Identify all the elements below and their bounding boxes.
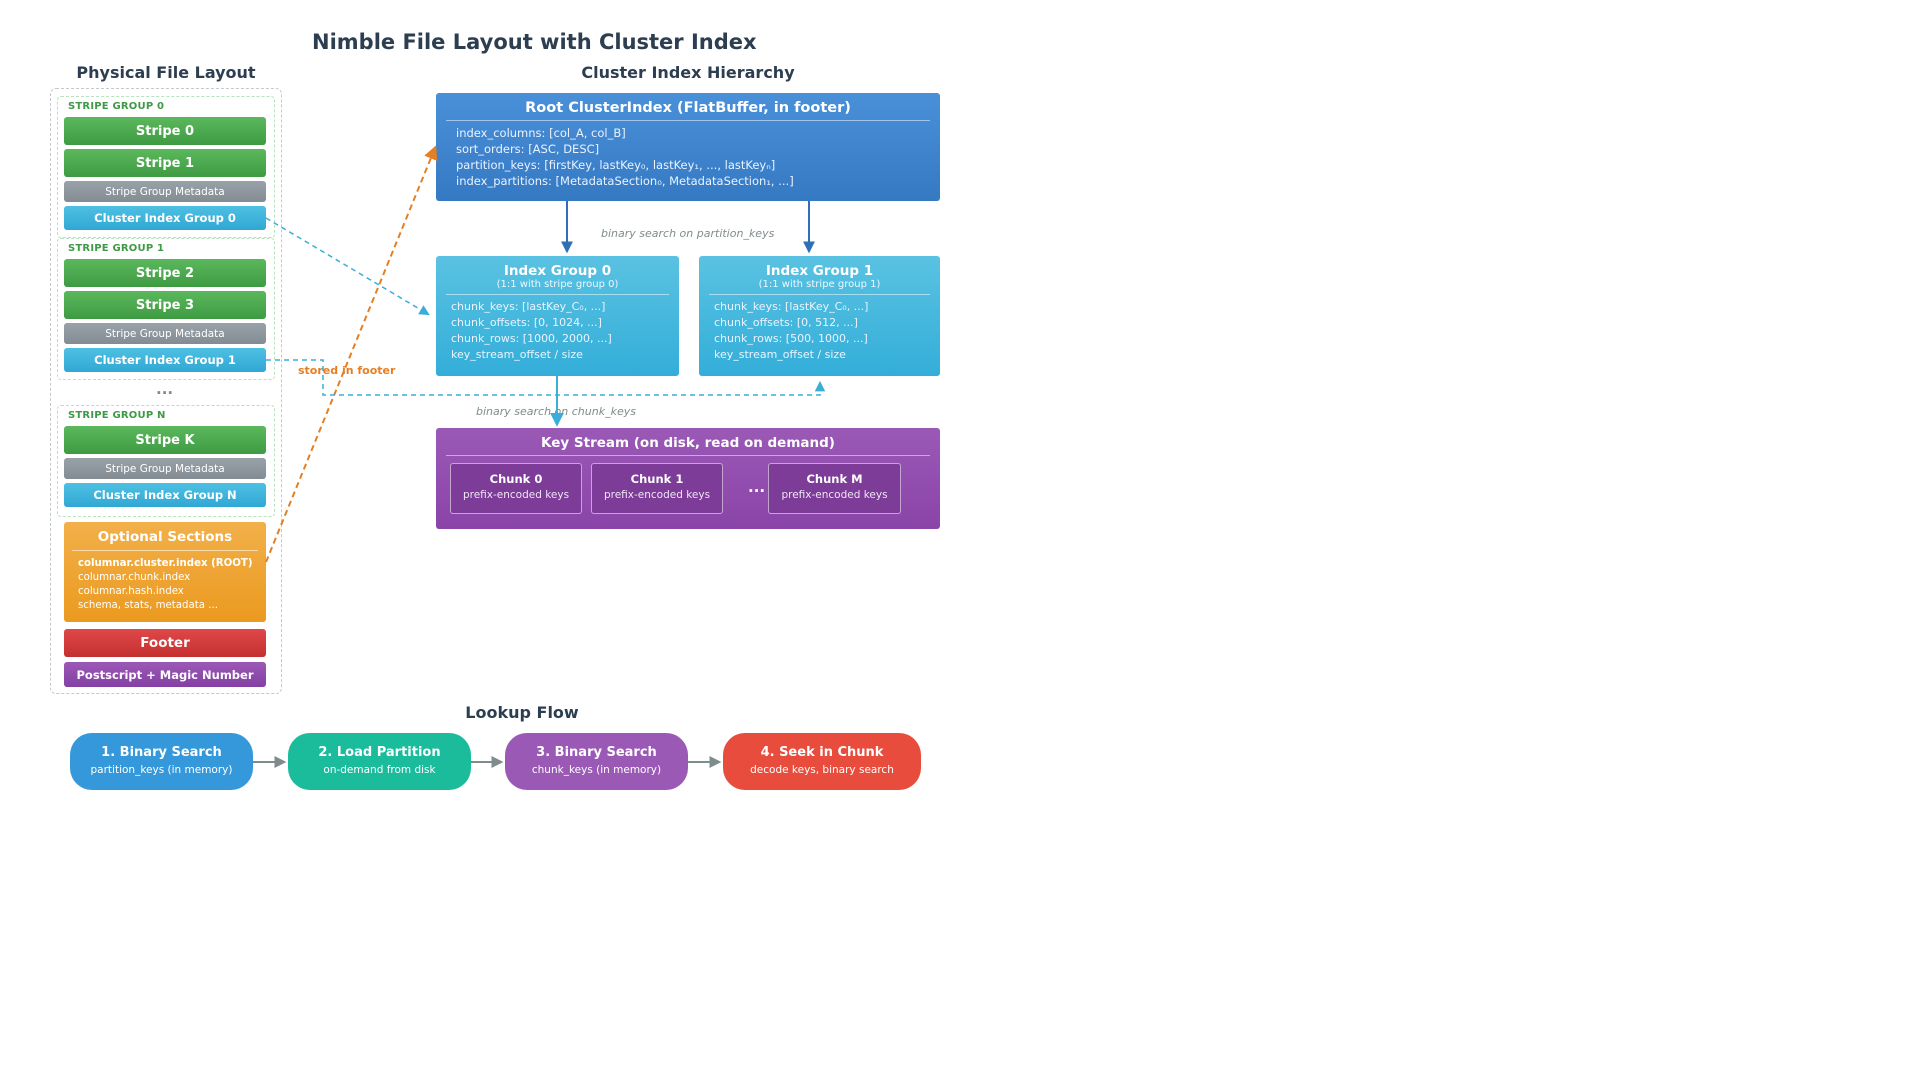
- lookup-step-4-name: 4. Seek in Chunk: [760, 745, 884, 760]
- root-index-columns: index_columns: [col_A, col_B]: [456, 126, 626, 140]
- lookup-step-1-sub: partition_keys (in memory): [90, 764, 233, 776]
- chunk-m[interactable]: Chunk M prefix-encoded keys: [768, 463, 901, 514]
- cluster-index-group-0[interactable]: Cluster Index Group 0: [64, 206, 266, 230]
- chunk-0-name: Chunk 0: [489, 472, 543, 486]
- stripe-group-1-metadata[interactable]: Stripe Group Metadata: [64, 323, 266, 344]
- stripe-group-n-metadata[interactable]: Stripe Group Metadata: [64, 458, 266, 479]
- index-group-1-chunk-offsets: chunk_offsets: [0, 512, ...]: [714, 316, 858, 329]
- lookup-step-3-sub: chunk_keys (in memory): [531, 764, 662, 776]
- index-group-1-title: Index Group 1: [765, 263, 874, 279]
- cluster-index-group-n[interactable]: Cluster Index Group N: [64, 483, 266, 507]
- chunk-1[interactable]: Chunk 1 prefix-encoded keys: [591, 463, 723, 514]
- index-group-1-box[interactable]: Index Group 1 (1:1 with stripe group 1) …: [699, 256, 940, 376]
- chunk-m-name: Chunk M: [806, 472, 863, 486]
- annotation-binary-search-chunk: binary search on chunk_keys: [476, 405, 636, 418]
- page-title: Nimble File Layout with Cluster Index: [312, 30, 757, 54]
- stripe-group-n-label: STRIPE GROUP N: [68, 410, 166, 421]
- link-cig0-to-index-group-0: [265, 217, 430, 316]
- footer-block[interactable]: Footer: [64, 629, 266, 657]
- index-group-1-subtitle: (1:1 with stripe group 1): [758, 279, 881, 290]
- stripe-k[interactable]: Stripe K: [64, 426, 266, 454]
- root-index-partitions: index_partitions: [MetadataSection₀, Met…: [456, 174, 794, 188]
- chunk-1-sub: prefix-encoded keys: [603, 489, 711, 501]
- root-partition-keys: partition_keys: [firstKey, lastKey₀, las…: [456, 158, 776, 172]
- optional-line-cluster-index: columnar.cluster.index (ROOT): [78, 558, 253, 569]
- index-group-0-box[interactable]: Index Group 0 (1:1 with stripe group 0) …: [436, 256, 679, 376]
- cluster-index-group-1[interactable]: Cluster Index Group 1: [64, 348, 266, 372]
- link-root-stored-in-footer: [265, 145, 438, 563]
- root-cluster-index-box[interactable]: Root ClusterIndex (FlatBuffer, in footer…: [436, 93, 940, 201]
- key-stream-title: Key Stream (on disk, read on demand): [541, 435, 835, 451]
- lookup-flow-title: Lookup Flow: [465, 703, 579, 722]
- optional-line-hash-index: columnar.hash.index: [78, 586, 184, 597]
- lookup-step-4[interactable]: 4. Seek in Chunk decode keys, binary sea…: [723, 733, 921, 790]
- lookup-step-2[interactable]: 2. Load Partition on-demand from disk: [288, 733, 471, 790]
- stripe-3[interactable]: Stripe 3: [64, 291, 266, 319]
- postscript-block[interactable]: Postscript + Magic Number: [64, 662, 266, 687]
- lookup-step-1-name: 1. Binary Search: [101, 745, 222, 760]
- index-group-0-title: Index Group 0: [503, 263, 612, 279]
- index-group-0-divider: [446, 294, 669, 295]
- annotation-stored-in-footer: stored in footer: [298, 364, 396, 377]
- physical-layout-title: Physical File Layout: [76, 63, 256, 82]
- index-group-0-subtitle: (1:1 with stripe group 0): [496, 279, 619, 290]
- lookup-step-4-sub: decode keys, binary search: [750, 764, 894, 776]
- stripe-0[interactable]: Stripe 0: [64, 117, 266, 145]
- root-cluster-index-title: Root ClusterIndex (FlatBuffer, in footer…: [525, 100, 851, 116]
- index-group-1-divider: [709, 294, 930, 295]
- optional-sections-divider: [72, 550, 258, 551]
- hierarchy-title: Cluster Index Hierarchy: [581, 63, 795, 82]
- index-group-0-chunk-keys: chunk_keys: [lastKey_C₀, ...]: [451, 300, 606, 313]
- optional-sections-block[interactable]: Optional Sections columnar.cluster.index…: [64, 522, 266, 622]
- chunk-0-sub: prefix-encoded keys: [462, 489, 570, 501]
- stripe-1[interactable]: Stripe 1: [64, 149, 266, 177]
- index-group-0-chunk-offsets: chunk_offsets: [0, 1024, ...]: [451, 316, 602, 329]
- lookup-step-1[interactable]: 1. Binary Search partition_keys (in memo…: [70, 733, 253, 790]
- optional-sections-title: Optional Sections: [97, 529, 233, 545]
- root-sort-orders: sort_orders: [ASC, DESC]: [456, 142, 600, 156]
- stripe-groups-ellipsis: ...: [156, 380, 174, 398]
- index-group-1-chunk-rows: chunk_rows: [500, 1000, ...]: [714, 332, 868, 345]
- index-group-0-chunk-rows: chunk_rows: [1000, 2000, ...]: [451, 332, 612, 345]
- index-group-1-chunk-keys: chunk_keys: [lastKey_C₀, ...]: [714, 300, 869, 313]
- stripe-group-1-label: STRIPE GROUP 1: [68, 243, 165, 254]
- root-divider: [446, 120, 930, 121]
- optional-line-schema: schema, stats, metadata ...: [78, 600, 218, 611]
- annotation-binary-search-partition: binary search on partition_keys: [601, 227, 775, 240]
- lookup-step-3-name: 3. Binary Search: [536, 745, 657, 760]
- chunks-ellipsis: ...: [748, 478, 766, 496]
- chunk-m-sub: prefix-encoded keys: [781, 489, 888, 501]
- optional-line-chunk-index: columnar.chunk.index: [78, 572, 191, 583]
- stripe-group-0-label: STRIPE GROUP 0: [68, 101, 165, 112]
- key-stream-divider: [446, 455, 930, 456]
- lookup-step-2-sub: on-demand from disk: [323, 764, 436, 776]
- stripe-group-0-metadata[interactable]: Stripe Group Metadata: [64, 181, 266, 202]
- stripe-2[interactable]: Stripe 2: [64, 259, 266, 287]
- index-group-1-key-stream: key_stream_offset / size: [714, 348, 846, 361]
- chunk-1-name: Chunk 1: [630, 472, 684, 486]
- chunk-0[interactable]: Chunk 0 prefix-encoded keys: [450, 463, 582, 514]
- lookup-step-2-name: 2. Load Partition: [318, 745, 441, 760]
- index-group-0-key-stream: key_stream_offset / size: [451, 348, 583, 361]
- lookup-step-3[interactable]: 3. Binary Search chunk_keys (in memory): [505, 733, 688, 790]
